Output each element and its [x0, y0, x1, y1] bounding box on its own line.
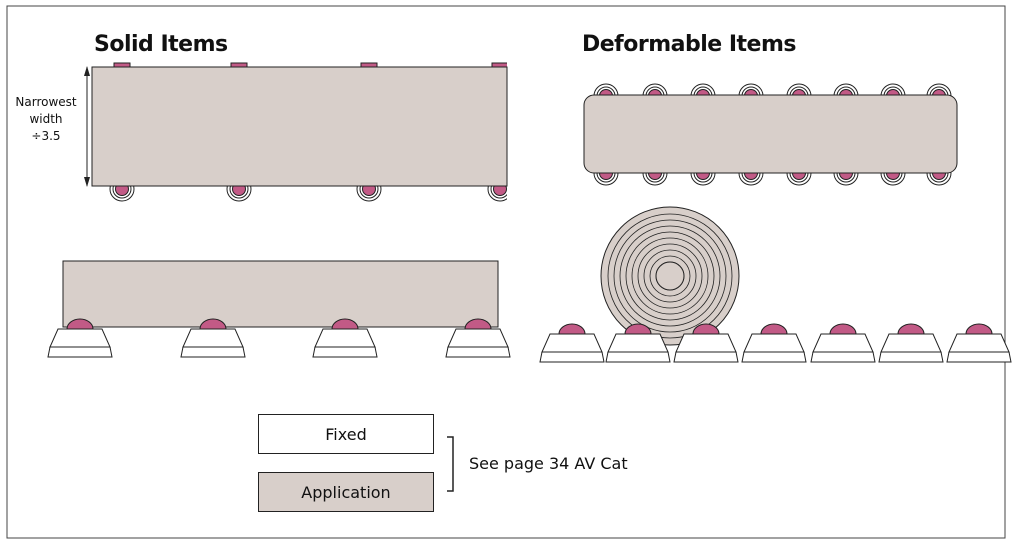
ball-transfer-unit-icon: [673, 323, 739, 363]
coil-roll-icon: [600, 206, 740, 346]
dimension-arrow-icon: [84, 66, 90, 187]
legend-application: Application: [258, 472, 434, 512]
legend-application-label: Application: [301, 482, 391, 502]
deformable-items-title: Deformable Items: [582, 32, 797, 57]
ball-transfer-unit-icon: [946, 323, 1012, 363]
legend-note: See page 34 AV Cat: [469, 454, 628, 473]
ball-transfer-unit-icon: [741, 323, 807, 363]
solid-bottom-ball-transfer-row: [47, 318, 511, 358]
ball-transfer-unit-icon: [445, 318, 511, 358]
ball-transfer-unit-icon: [180, 318, 246, 358]
legend-fixed: Fixed: [258, 414, 434, 454]
solid-item-top: [91, 66, 508, 187]
ball-transfer-unit-icon: [878, 323, 944, 363]
solid-items-title: Solid Items: [94, 32, 228, 57]
ball-transfer-unit-icon: [539, 323, 605, 363]
deformable-bottom-ball-transfer-row: [539, 323, 1012, 363]
legend-fixed-label: Fixed: [325, 424, 367, 444]
solid-item-bottom: [62, 260, 499, 328]
ball-transfer-unit-icon: [47, 318, 113, 358]
ball-transfer-unit-icon: [810, 323, 876, 363]
legend-bracket: [447, 436, 454, 492]
ball-transfer-unit-icon: [605, 323, 671, 363]
deformable-item-bag: [583, 94, 958, 174]
ball-transfer-unit-icon: [312, 318, 378, 358]
narrowest-width-label: Narrowest width ÷3.5: [15, 95, 77, 143]
